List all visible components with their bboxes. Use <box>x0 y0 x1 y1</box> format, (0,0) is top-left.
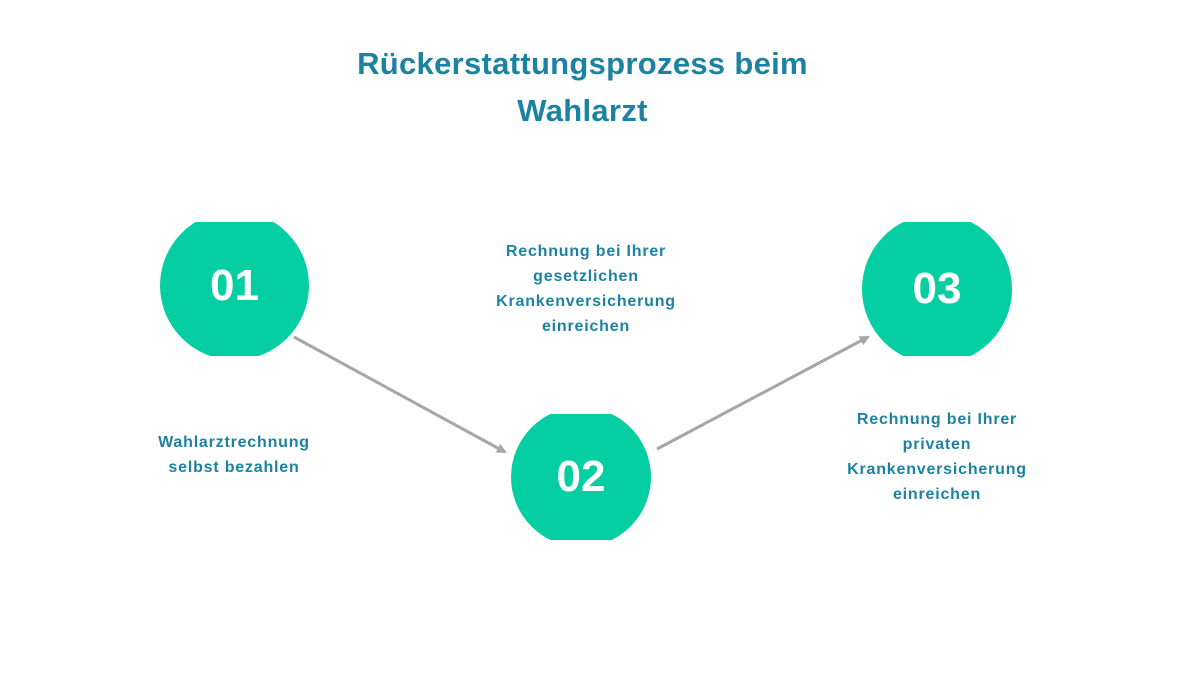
step-02-label: Rechnung bei Ihrer gesetzlichen Krankenv… <box>476 239 696 339</box>
title-line-1: Rückerstattungsprozess beim <box>357 46 808 81</box>
step-01-circle: 01 <box>160 222 309 356</box>
step-02-line: Krankenversicherung <box>496 293 676 310</box>
step-01-number: 01 <box>210 260 259 310</box>
step-01-label: Wahlarztrechnung selbst bezahlen <box>134 430 334 480</box>
step-03-number: 03 <box>912 264 962 313</box>
step-03-line: einreichen <box>892 486 982 503</box>
step-02: 02 <box>506 414 656 540</box>
step-03: 03 <box>857 222 1017 356</box>
step-02-line: Rechnung bei Ihrer <box>505 243 667 260</box>
step-03-circle: 03 <box>862 222 1012 356</box>
step-03-line: Rechnung bei Ihrer <box>856 411 1018 428</box>
arrow-02-to-03 <box>656 335 870 451</box>
step-03-line: privaten <box>902 436 972 453</box>
arrow-01-to-02 <box>293 335 507 454</box>
step-01: 01 <box>155 222 315 356</box>
step-02-line: einreichen <box>541 318 631 335</box>
step-01-line: Wahlarztrechnung <box>158 434 310 451</box>
step-02-line: gesetzlichen <box>533 268 639 285</box>
step-03-label: Rechnung bei Ihrer privaten Krankenversi… <box>827 407 1047 507</box>
step-02-number: 02 <box>556 452 606 501</box>
step-03-line: Krankenversicherung <box>847 461 1027 478</box>
diagram-title: Rückerstattungsprozess beim Wahlarzt <box>0 40 1165 134</box>
step-02-circle: 02 <box>511 414 651 540</box>
step-01-line: selbst bezahlen <box>168 459 300 476</box>
title-line-2: Wahlarzt <box>517 93 648 128</box>
